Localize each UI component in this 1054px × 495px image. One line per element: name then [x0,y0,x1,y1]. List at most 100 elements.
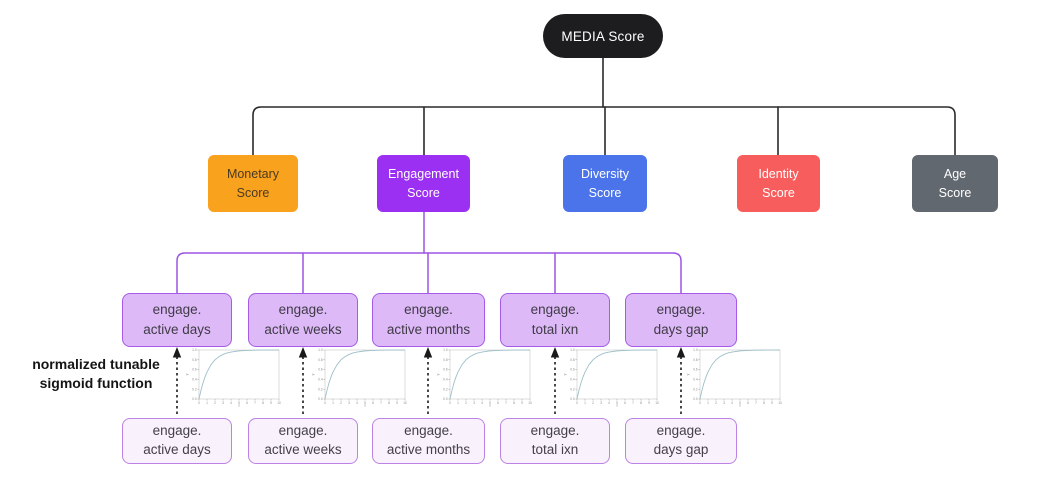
svg-text:2: 2 [715,401,717,405]
node-label-line: engage. [278,423,328,439]
svg-text:8: 8 [262,401,264,405]
svg-text:x: x [489,404,491,408]
svg-text:6: 6 [747,401,749,405]
node-input-total-ixn: engage. total ixn [500,418,610,464]
svg-text:0: 0 [576,401,578,405]
svg-text:0.6: 0.6 [318,368,323,372]
node-identity-score: Identity Score [737,155,820,212]
svg-text:5: 5 [489,401,491,405]
svg-text:8: 8 [763,401,765,405]
svg-text:0.2: 0.2 [693,387,698,391]
svg-text:3: 3 [348,401,350,405]
svg-text:8: 8 [388,401,390,405]
svg-text:10: 10 [528,401,532,405]
node-label-line: engage. [530,423,580,439]
svg-text:3: 3 [473,401,475,405]
node-label-line: engage. [404,423,453,439]
svg-text:0.0: 0.0 [443,397,448,401]
svg-text:y: y [436,373,440,375]
node-label-line: days gap [653,442,709,457]
svg-text:x: x [238,404,240,408]
dashed-arrow-group [172,347,686,414]
svg-text:4: 4 [230,401,232,405]
node-label-line: active days [143,322,211,337]
svg-text:9: 9 [648,401,650,405]
svg-text:0: 0 [198,401,200,405]
svg-text:0.4: 0.4 [570,378,575,382]
svg-text:7: 7 [254,401,256,405]
svg-text:0.8: 0.8 [570,358,575,362]
node-engage-days-gap: engage. days gap [625,293,737,347]
svg-text:0: 0 [324,401,326,405]
svg-text:9: 9 [270,401,272,405]
svg-text:0.0: 0.0 [192,397,197,401]
svg-text:5: 5 [616,401,618,405]
svg-text:0.8: 0.8 [443,358,448,362]
svg-text:2: 2 [340,401,342,405]
node-engage-active-days: engage. active days [122,293,232,347]
svg-text:0.2: 0.2 [443,387,448,391]
svg-text:9: 9 [521,401,523,405]
node-label-line: engage. [152,423,202,439]
svg-text:x: x [616,404,618,408]
svg-text:0.2: 0.2 [192,387,197,391]
svg-text:0.4: 0.4 [693,378,698,382]
svg-text:0.0: 0.0 [570,397,575,401]
node-label-line: engage. [656,302,706,318]
svg-text:1: 1 [332,401,334,405]
svg-text:0: 0 [699,401,701,405]
svg-text:0.8: 0.8 [192,358,197,362]
node-input-active-weeks: engage. active weeks [248,418,358,464]
svg-text:2: 2 [214,401,216,405]
node-label-line: engage. [404,302,453,318]
node-label-line: active days [143,442,211,457]
svg-text:7: 7 [632,401,634,405]
svg-text:7: 7 [380,401,382,405]
svg-text:y: y [311,373,315,375]
node-label-line: active months [386,322,471,337]
svg-text:0.4: 0.4 [192,378,197,382]
tree-connector-engagement [176,211,682,294]
svg-text:y: y [185,373,189,375]
svg-text:x: x [739,404,741,408]
annotation-line: sigmoid function [39,374,153,391]
svg-text:6: 6 [372,401,374,405]
svg-text:10: 10 [277,401,281,405]
svg-text:y: y [563,373,567,375]
svg-text:0.0: 0.0 [318,397,323,401]
svg-text:6: 6 [497,401,499,405]
node-engage-total-ixn: engage. total ixn [500,293,610,347]
node-label-line: Identity [758,167,799,182]
svg-text:2: 2 [465,401,467,405]
svg-text:7: 7 [755,401,757,405]
svg-text:0.8: 0.8 [318,358,323,362]
svg-text:3: 3 [600,401,602,405]
node-input-active-months: engage. active months [372,418,485,464]
svg-text:1: 1 [206,401,208,405]
node-label-line: Score [762,185,795,200]
node-label-line: engage. [530,302,580,318]
svg-text:1: 1 [457,401,459,405]
svg-text:5: 5 [238,401,240,405]
node-label-line: Score [407,185,440,200]
svg-text:0.0: 0.0 [693,397,698,401]
svg-text:1: 1 [707,401,709,405]
svg-text:8: 8 [640,401,642,405]
svg-text:0.6: 0.6 [192,368,197,372]
svg-text:x: x [364,404,366,408]
svg-text:5: 5 [364,401,366,405]
tree-connector-root [252,57,956,156]
svg-text:0: 0 [449,401,451,405]
node-monetary-score: Monetary Score [208,155,298,212]
node-diversity-score: Diversity Score [563,155,647,212]
svg-text:0.6: 0.6 [443,368,448,372]
node-label-line: total ixn [531,442,579,457]
node-label-line: active weeks [264,442,342,457]
node-label-line: engage. [152,302,202,318]
